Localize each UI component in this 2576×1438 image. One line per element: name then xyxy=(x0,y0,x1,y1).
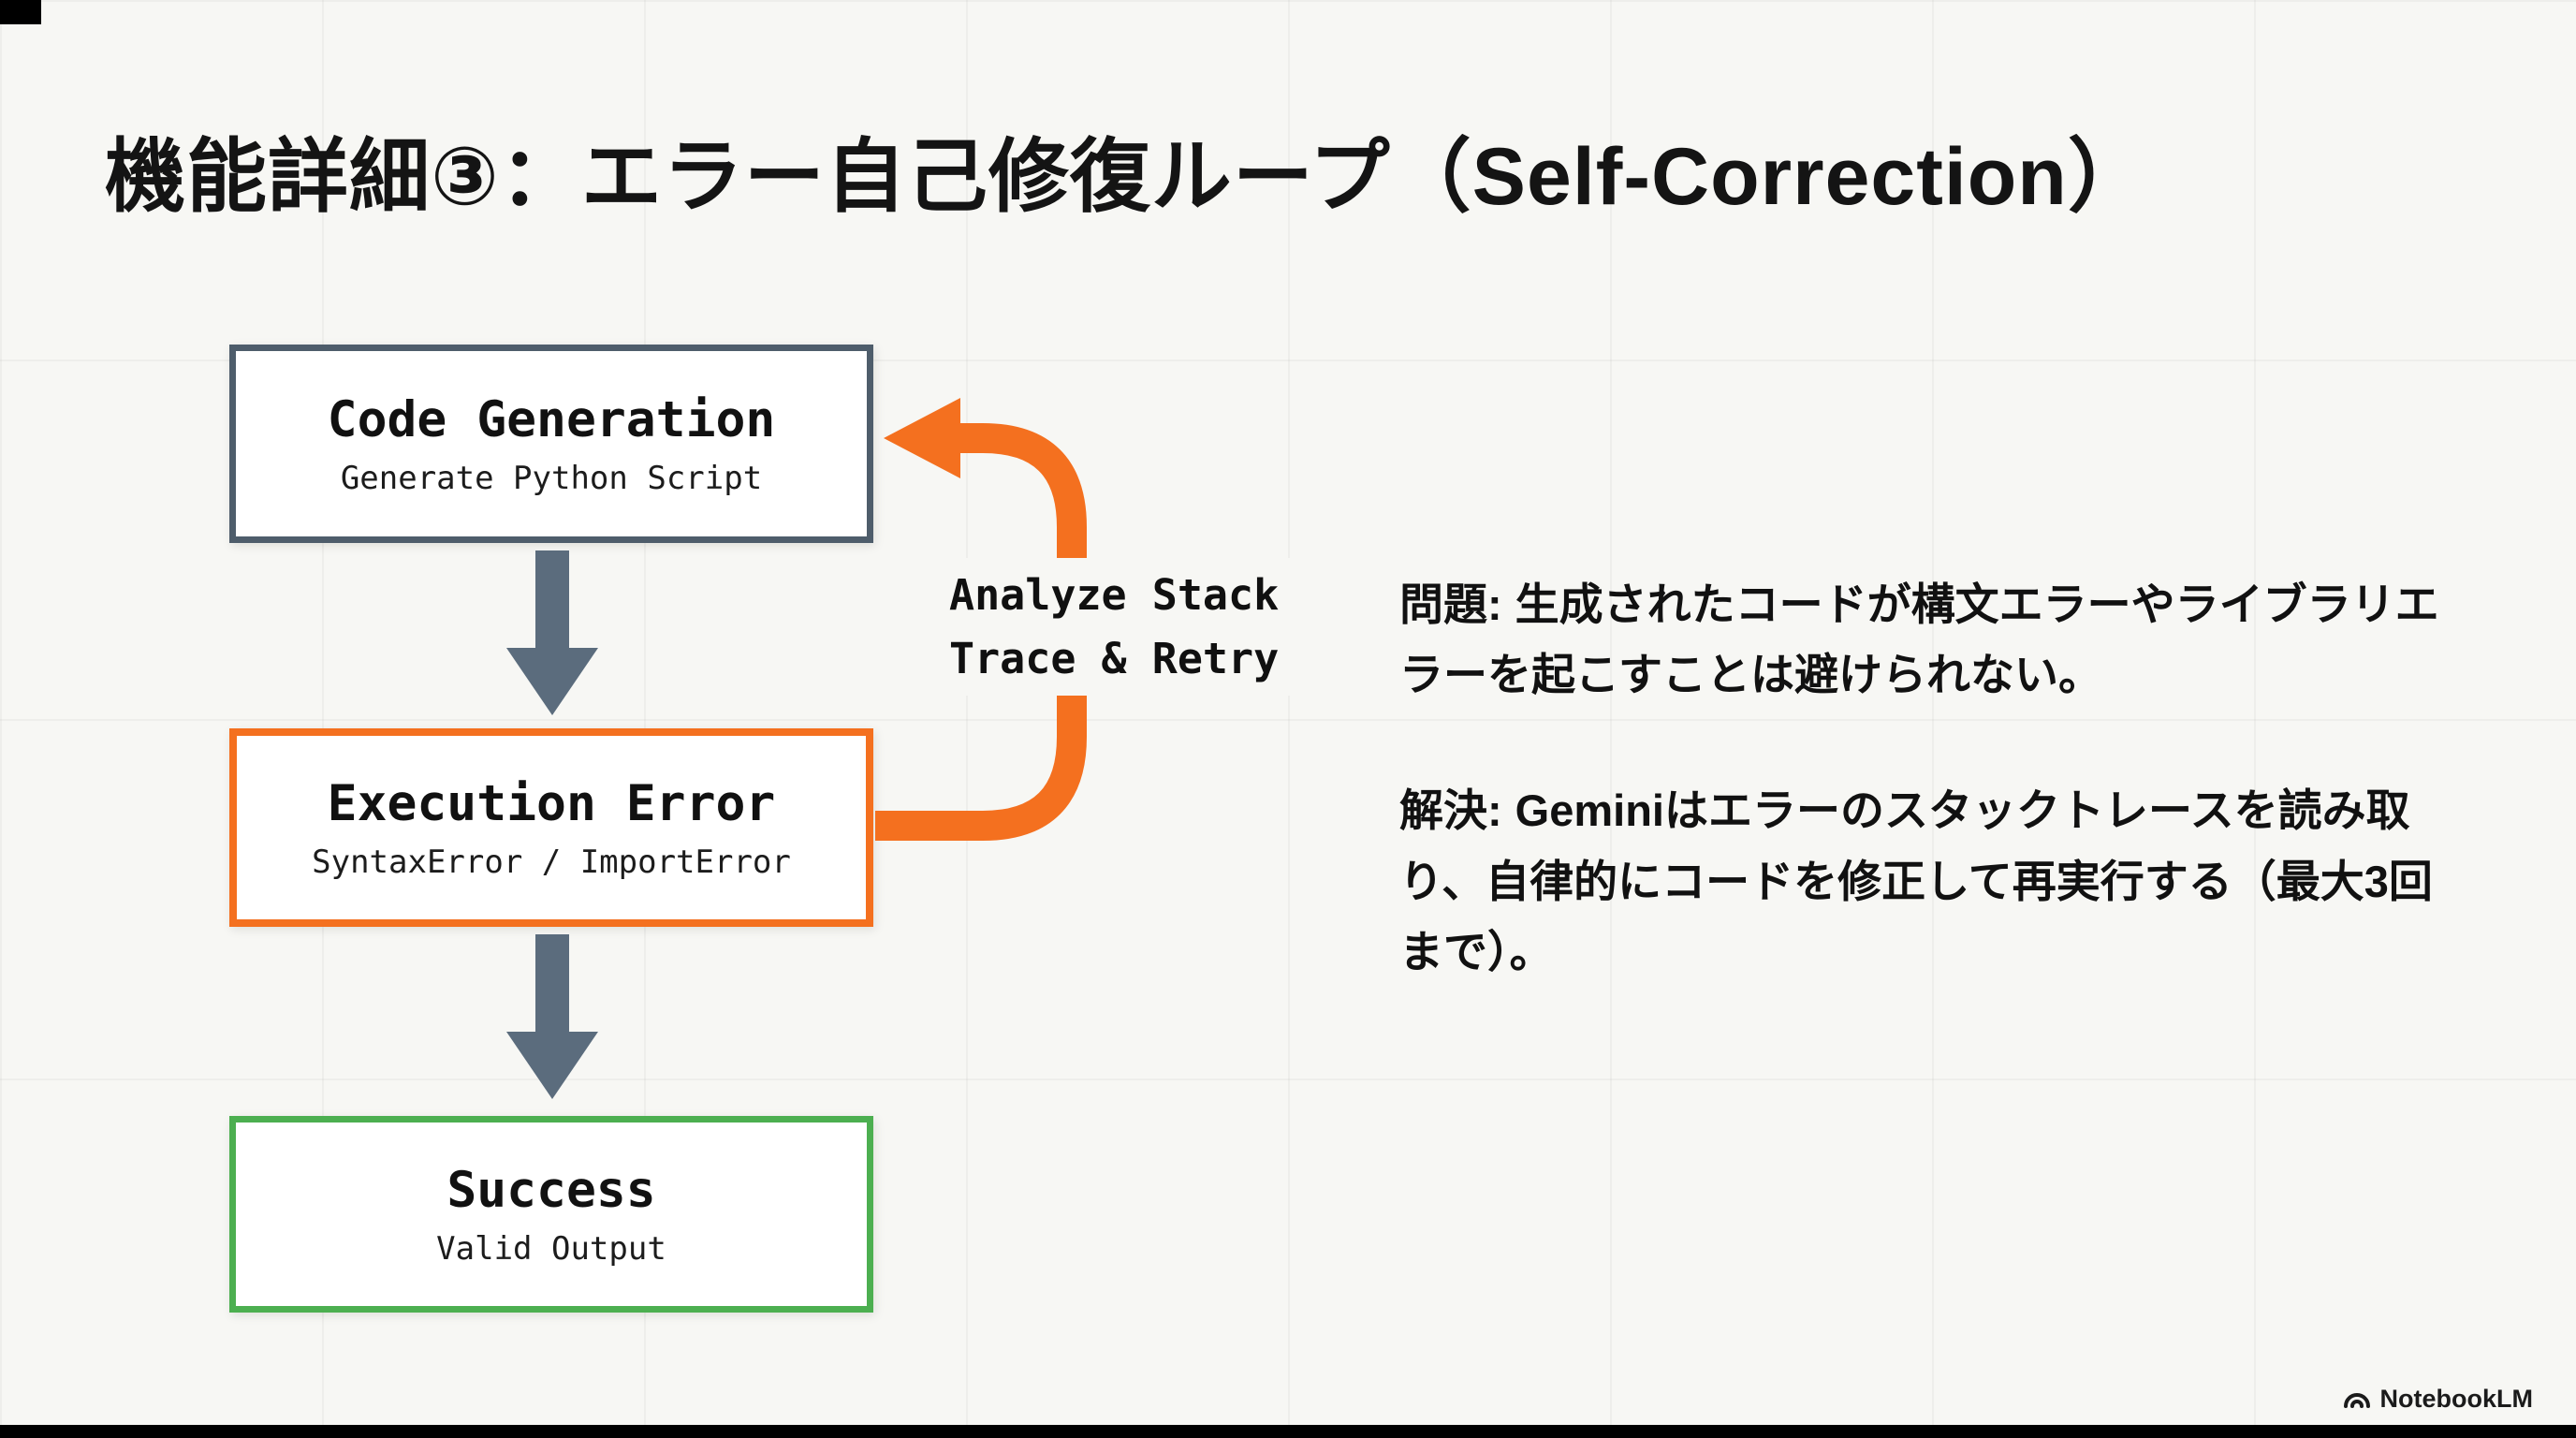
retry-loop-label-line1: Analyze Stack xyxy=(949,570,1280,620)
retry-loop-label-line2: Trace & Retry xyxy=(949,633,1280,683)
problem-text: 生成されたコードが構文エラーやライブラリエラーを起こすことは避けられない。 xyxy=(1399,580,2439,700)
explanation-panel: 問題:生成されたコードが構文エラーやライブラリエラーを起こすことは避けられない。… xyxy=(1399,569,2476,987)
footer-brand: NotebookLM xyxy=(2343,1385,2533,1414)
node-execution-error: Execution Error SyntaxError / ImportErro… xyxy=(229,728,873,927)
solution-label: 解決: xyxy=(1399,785,1502,836)
page-title: 機能詳細③：エラー自己修復ループ（Self-Correction） xyxy=(105,132,2149,222)
problem-label: 問題: xyxy=(1399,580,1502,629)
node-code-generation: Code Generation Generate Python Script xyxy=(229,345,873,543)
node-title: Execution Error xyxy=(327,774,776,832)
node-subtitle: SyntaxError / ImportError xyxy=(312,843,791,881)
letterbox-corner xyxy=(0,0,41,24)
node-subtitle: Generate Python Script xyxy=(340,459,763,497)
retry-loop-label: Analyze Stack Trace & Retry xyxy=(938,558,1291,696)
problem-note: 問題:生成されたコードが構文エラーやライブラリエラーを起こすことは避けられない。 xyxy=(1399,569,2476,710)
solution-note: 解決:Geminiはエラーのスタックトレースを読み取り、自律的にコードを修正して… xyxy=(1399,775,2476,987)
node-subtitle: Valid Output xyxy=(436,1229,666,1268)
down-arrow-icon xyxy=(506,648,598,715)
down-arrow-shaft xyxy=(535,550,569,650)
letterbox-bottom-bar xyxy=(0,1425,2576,1438)
node-title: Success xyxy=(446,1161,656,1219)
brand-name: NotebookLM xyxy=(2379,1385,2533,1413)
notebooklm-logo-icon xyxy=(2343,1392,2370,1408)
node-success: Success Valid Output xyxy=(229,1116,873,1313)
down-arrow-icon xyxy=(506,1032,598,1099)
solution-text: Geminiはエラーのスタックトレースを読み取り、自律的にコードを修正して再実行… xyxy=(1399,785,2433,976)
node-title: Code Generation xyxy=(327,390,776,448)
down-arrow-shaft xyxy=(535,934,569,1034)
